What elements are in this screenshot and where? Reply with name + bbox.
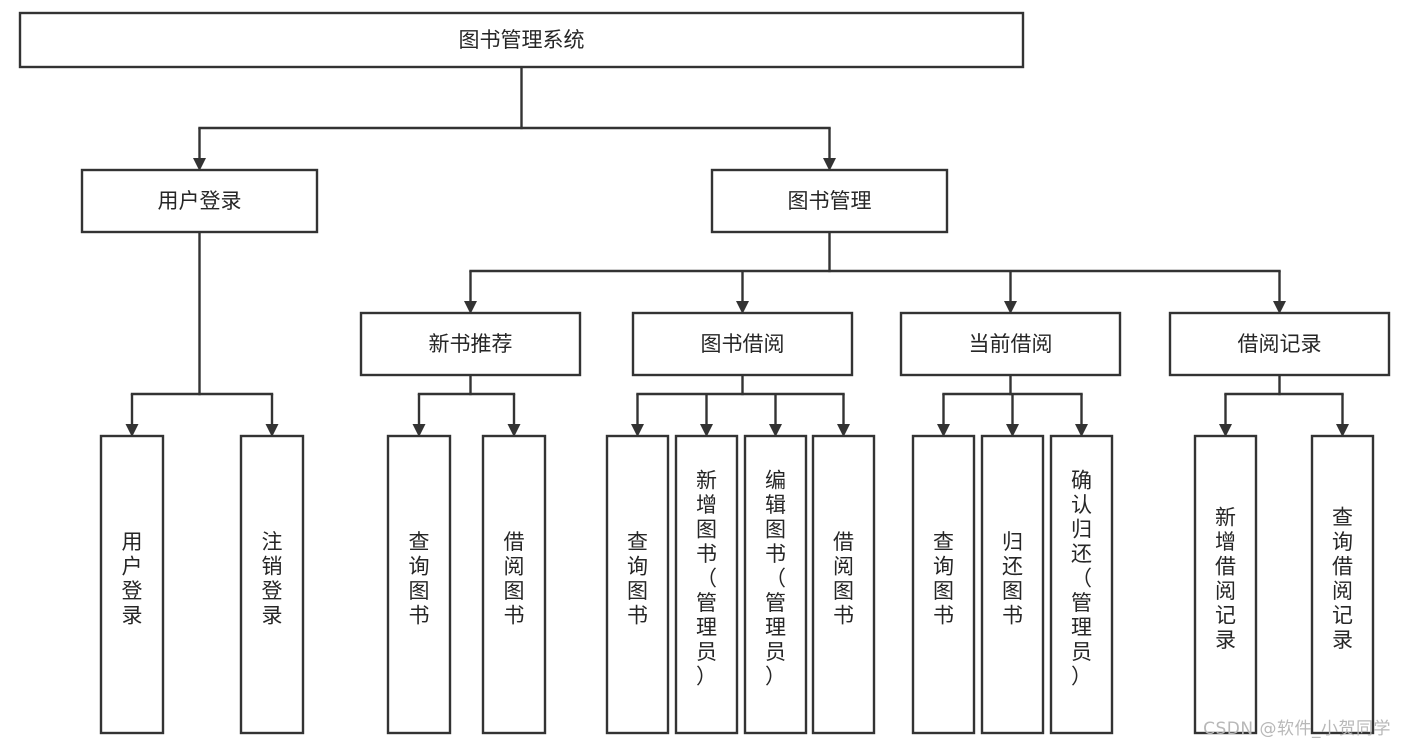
node-label: 图书借阅	[701, 332, 785, 356]
node-label: 用户登录	[158, 189, 242, 213]
node-label: 查询图书	[933, 530, 954, 628]
arrow-head	[700, 424, 713, 437]
edge-group-book-borrow	[631, 373, 850, 437]
node-leaf-logout[interactable]: 注销登录	[239, 434, 305, 735]
edge-group-root	[193, 65, 836, 171]
arrow-head	[769, 424, 782, 437]
node-leaf-borrow-book-2[interactable]: 借阅图书	[811, 434, 876, 735]
node-leaf-query-book-3[interactable]: 查询图书	[911, 434, 976, 735]
node-box	[631, 311, 854, 377]
arrow-head	[1219, 424, 1232, 437]
arrow-head	[265, 424, 279, 437]
node-label: 确认归还（管理员）	[1071, 469, 1092, 689]
node-leaf-add-record[interactable]: 新增借阅记录	[1193, 434, 1258, 735]
node-box	[899, 311, 1122, 377]
node-box	[1193, 434, 1258, 735]
node-label: 图书管理系统	[459, 28, 585, 52]
node-label: 查询借阅记录	[1332, 505, 1353, 652]
node-new-book-rec[interactable]: 新书推荐	[359, 311, 582, 377]
node-box	[239, 434, 305, 735]
node-leaf-add-book[interactable]: 新增图书（管理员）	[674, 434, 739, 735]
arrow-head	[937, 424, 950, 437]
node-box	[710, 168, 949, 234]
node-box	[1310, 434, 1375, 735]
arrow-head	[125, 424, 139, 437]
node-root[interactable]: 图书管理系统	[18, 11, 1025, 69]
node-box	[743, 434, 808, 735]
node-label: 借阅图书	[833, 530, 854, 628]
arrow-head	[631, 424, 644, 437]
nodes-layer: 图书管理系统用户登录图书管理新书推荐图书借阅当前借阅借阅记录用户登录注销登录查询…	[18, 11, 1391, 735]
node-label: 归还图书	[1002, 530, 1023, 628]
node-label: 用户登录	[122, 530, 143, 628]
node-box	[980, 434, 1045, 735]
arrow-head	[736, 301, 749, 314]
node-label: 查询图书	[409, 530, 430, 628]
connectors-layer	[125, 65, 1349, 437]
node-box	[80, 168, 319, 234]
node-leaf-confirm-return[interactable]: 确认归还（管理员）	[1049, 434, 1114, 735]
node-label: 新增借阅记录	[1215, 505, 1236, 652]
node-leaf-edit-book[interactable]: 编辑图书（管理员）	[743, 434, 808, 735]
csdn-watermark: CSDN @软件_小贺同学	[1203, 719, 1391, 739]
arrow-head	[464, 301, 477, 314]
arrow-head	[507, 424, 521, 437]
node-box	[911, 434, 976, 735]
node-user-login[interactable]: 用户登录	[80, 168, 319, 234]
node-box	[811, 434, 876, 735]
node-leaf-user-login[interactable]: 用户登录	[99, 434, 165, 735]
node-label: 图书管理	[788, 189, 872, 213]
node-label: 查询图书	[627, 530, 648, 628]
arrow-head	[1273, 301, 1286, 314]
node-label: 新增图书（管理员）	[696, 469, 717, 689]
node-label: 当前借阅	[969, 332, 1053, 356]
node-label: 编辑图书（管理员）	[765, 469, 786, 689]
node-box	[674, 434, 739, 735]
node-leaf-return-book[interactable]: 归还图书	[980, 434, 1045, 735]
node-box	[359, 311, 582, 377]
edge-group-user-login	[125, 230, 279, 437]
node-book-borrow[interactable]: 图书借阅	[631, 311, 854, 377]
arrow-head	[823, 158, 836, 171]
node-borrow-record[interactable]: 借阅记录	[1168, 311, 1391, 377]
node-leaf-query-record[interactable]: 查询借阅记录	[1310, 434, 1375, 735]
node-leaf-query-book-2[interactable]: 查询图书	[605, 434, 670, 735]
arrow-head	[837, 424, 850, 437]
node-book-manage[interactable]: 图书管理	[710, 168, 949, 234]
arrow-head	[1336, 424, 1349, 437]
arrow-head	[193, 158, 206, 171]
node-box	[1049, 434, 1114, 735]
node-current-borrow[interactable]: 当前借阅	[899, 311, 1122, 377]
arrow-head	[412, 424, 426, 437]
node-box	[99, 434, 165, 735]
arrow-head	[1006, 424, 1019, 437]
edge-group-new-book-rec	[412, 373, 521, 437]
node-box	[386, 434, 452, 735]
edge-group-borrow-record	[1219, 373, 1349, 437]
node-leaf-borrow-book-1[interactable]: 借阅图书	[481, 434, 547, 735]
node-label: 新书推荐	[429, 332, 513, 356]
edge-group-book-manage	[464, 230, 1286, 314]
node-label: 注销登录	[262, 530, 283, 628]
node-box	[1168, 311, 1391, 377]
node-leaf-query-book-1[interactable]: 查询图书	[386, 434, 452, 735]
node-box	[605, 434, 670, 735]
node-label: 借阅图书	[504, 530, 525, 628]
node-box	[481, 434, 547, 735]
node-box	[18, 11, 1025, 69]
edge-group-current-borrow	[937, 373, 1088, 437]
arrow-head	[1075, 424, 1088, 437]
node-label: 借阅记录	[1238, 332, 1322, 356]
arrow-head	[1004, 301, 1017, 314]
